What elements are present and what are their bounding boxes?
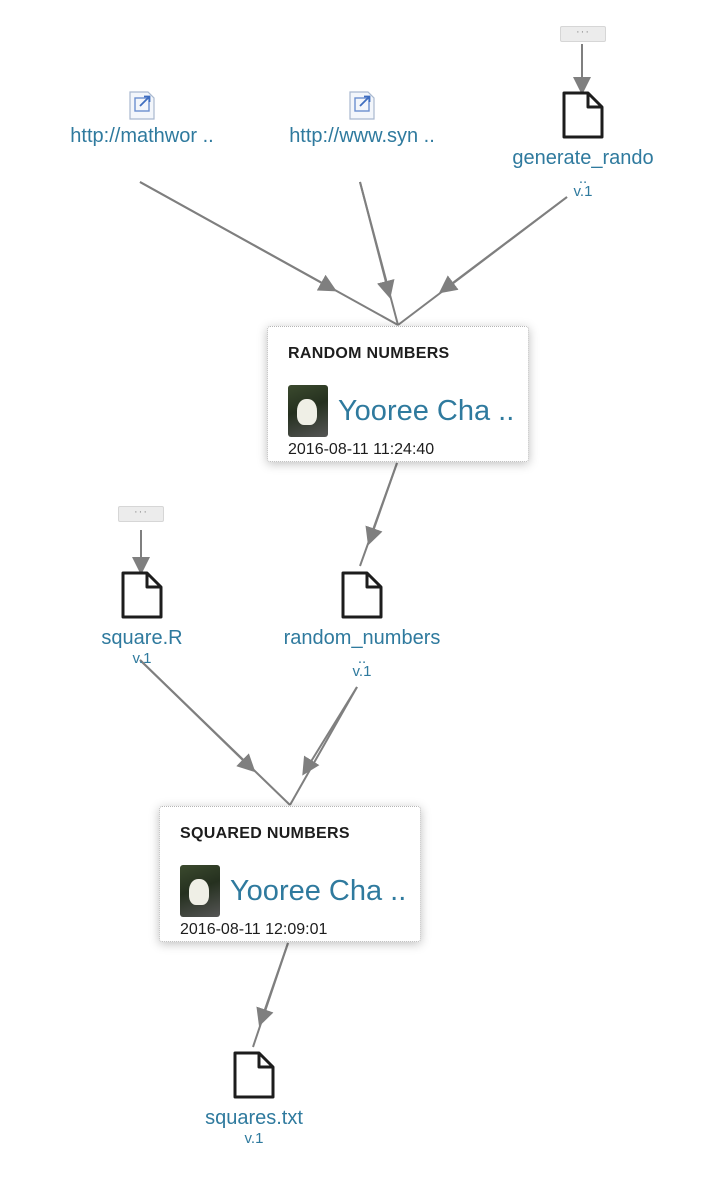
link-label[interactable]: http://www.syn .. (289, 125, 435, 147)
process-card-squared-numbers[interactable]: SQUARED NUMBERS Yooree Cha .. 2016-08-11… (159, 806, 421, 942)
ellipsis-text: .. (357, 650, 367, 667)
version-label[interactable]: v.1 (352, 663, 372, 680)
avatar[interactable] (288, 385, 328, 437)
process-title: RANDOM NUMBERS (288, 345, 450, 362)
version-label[interactable]: v.1 (244, 1130, 264, 1147)
process-title: SQUARED NUMBERS (180, 825, 350, 842)
file-label[interactable]: random_numbers (283, 627, 441, 649)
link-label[interactable]: http://mathwor .. (70, 125, 214, 147)
file-icon (562, 91, 604, 139)
data-file-random-numbers[interactable]: random_numbers .. v.1 (262, 570, 462, 679)
file-icon (121, 571, 163, 619)
input-file-square-r[interactable]: square.R v.1 (60, 570, 224, 666)
input-file-generate-random[interactable]: generate_rando .. v.1 (490, 90, 676, 199)
input-link-mathworks[interactable]: http://mathwor .. (50, 90, 234, 148)
file-label[interactable]: generate_rando (512, 147, 654, 169)
expand-more-button[interactable]: ··· (560, 26, 606, 42)
owner-name[interactable]: Yooree Cha .. (338, 395, 515, 427)
avatar[interactable] (180, 865, 220, 917)
file-label[interactable]: squares.txt (205, 1107, 303, 1129)
file-label[interactable]: square.R (101, 627, 183, 649)
expand-more-button[interactable]: ··· (118, 506, 164, 522)
timestamp: 2016-08-11 11:24:40 (288, 441, 435, 458)
file-icon (341, 571, 383, 619)
external-link-icon (129, 91, 155, 120)
ellipsis-text: .. (578, 170, 588, 187)
output-file-squares[interactable]: squares.txt v.1 (174, 1050, 334, 1146)
timestamp: 2016-08-11 12:09:01 (180, 921, 328, 938)
input-link-synapse[interactable]: http://www.syn .. (268, 90, 456, 148)
file-icon (233, 1051, 275, 1099)
process-card-random-numbers[interactable]: RANDOM NUMBERS Yooree Cha .. 2016-08-11 … (267, 326, 529, 462)
version-label[interactable]: v.1 (573, 183, 593, 200)
version-label[interactable]: v.1 (132, 650, 152, 667)
owner-name[interactable]: Yooree Cha .. (230, 875, 407, 907)
external-link-icon (349, 91, 375, 120)
